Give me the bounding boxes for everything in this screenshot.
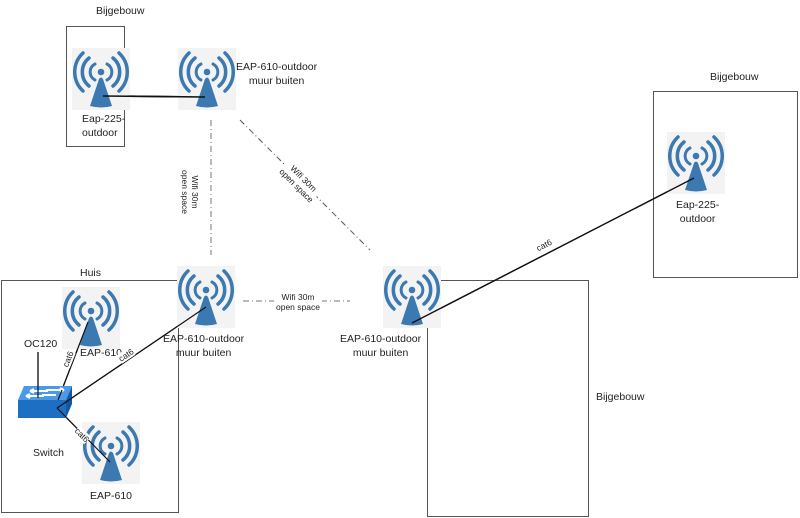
device-label-line: EAP-610-outdoor: [236, 61, 318, 73]
signal-wave: [95, 301, 104, 321]
signal-dot: [87, 307, 95, 315]
device-label-line: EAP-610-outdoor: [340, 333, 422, 345]
signal-wave: [115, 436, 124, 456]
signal-wave: [127, 425, 139, 467]
signal-wave: [391, 274, 402, 306]
device-label: EAP-610-outdoor muur buiten: [236, 60, 317, 88]
wireless-access-point-icon: [384, 269, 440, 326]
signal-wave: [121, 430, 132, 462]
signal-wave: [194, 62, 203, 82]
antenna-mast: [196, 77, 218, 108]
link-label-line: Wifi 30m: [281, 292, 315, 302]
antenna-mast: [685, 161, 707, 192]
device-label: Eap-225- outdoor: [676, 198, 719, 226]
link-label-line: Wifi 30m: [189, 175, 200, 209]
signal-dot: [408, 286, 416, 294]
device-label-line: Eap-225-: [82, 113, 126, 125]
device-label-line: muur buiten: [248, 75, 305, 87]
building-label: Bijgebouw: [596, 391, 645, 403]
signal-wave: [216, 274, 227, 306]
device-label-line: EAP-610-outdoor: [163, 333, 245, 345]
signal-wave: [210, 280, 219, 300]
antenna-mast: [80, 316, 102, 347]
signal-dot: [97, 68, 105, 76]
access-point-eap610-outdoor-huis[interactable]: [177, 266, 235, 328]
signal-wave: [186, 56, 197, 88]
signal-wave: [105, 62, 114, 82]
signal-wave: [222, 269, 234, 311]
signal-wave: [399, 280, 408, 300]
access-point-eap610-huis-top[interactable]: [62, 287, 120, 349]
signal-wave: [178, 269, 190, 311]
signal-wave: [712, 135, 724, 177]
signal-wave: [70, 295, 81, 327]
antenna-mast: [90, 77, 112, 108]
building-box-bijgebouw-bottom-center: [427, 280, 589, 517]
wireless-access-point-icon: [178, 269, 234, 326]
signal-dot: [203, 68, 211, 76]
signal-wave: [223, 51, 235, 93]
antenna-mast: [401, 295, 423, 326]
access-point-eap225-right[interactable]: [667, 132, 725, 194]
signal-wave: [668, 135, 680, 177]
device-label: EAP-610: [80, 347, 123, 359]
signal-wave: [683, 146, 692, 166]
device-label-line: outdoor: [679, 213, 716, 225]
signal-wave: [217, 56, 228, 88]
device-label: Switch: [33, 447, 64, 459]
signal-wave: [700, 146, 709, 166]
link-label-line: open space: [276, 302, 320, 312]
signal-wave: [80, 56, 91, 88]
signal-wave: [179, 51, 191, 93]
link-label-line: open space: [179, 170, 190, 214]
signal-wave: [111, 56, 122, 88]
signal-wave: [90, 430, 101, 462]
access-point-eap610-huis-bottom[interactable]: [82, 422, 140, 484]
access-point-eap610-outdoor-top[interactable]: [178, 48, 236, 110]
signal-wave: [98, 436, 107, 456]
signal-dot: [202, 286, 210, 294]
signal-wave: [101, 295, 112, 327]
signal-wave: [73, 51, 85, 93]
device-label: Eap-225- outdoor: [82, 112, 125, 140]
signal-wave: [117, 51, 129, 93]
signal-wave: [416, 280, 425, 300]
device-label-line: outdoor: [82, 127, 118, 139]
device-label: EAP-610: [90, 490, 133, 502]
signal-wave: [193, 280, 202, 300]
building-label: Bijgebouw: [710, 71, 759, 83]
signal-wave: [211, 62, 220, 82]
wireless-access-point-icon: [179, 51, 235, 108]
antenna-mast: [100, 451, 122, 482]
signal-dot: [692, 152, 700, 160]
signal-wave: [675, 140, 686, 172]
signal-wave: [78, 301, 87, 321]
signal-wave: [88, 62, 97, 82]
network-switch-icon[interactable]: [16, 384, 74, 426]
antenna-mast: [195, 295, 217, 326]
device-label: OC120: [24, 338, 58, 350]
wireless-access-point-icon: [63, 290, 119, 347]
wireless-access-point-icon: [668, 135, 724, 192]
wireless-access-point-icon: [73, 51, 129, 108]
building-label: Huis: [80, 267, 102, 279]
access-point-eap225-top-left[interactable]: [72, 48, 130, 110]
device-label-line: Eap-225-: [676, 199, 720, 211]
device-label-line: muur buiten: [352, 347, 409, 359]
cable-link-center-to-right: [411, 177, 695, 324]
signal-wave: [384, 269, 396, 311]
device-label: EAP-610-outdoor muur buiten: [340, 332, 421, 360]
link-label-wifi-horizontal: Wifi 30m open space: [274, 292, 322, 312]
signal-wave: [422, 274, 433, 306]
signal-dot: [107, 442, 115, 450]
building-label: Bijgebouw: [96, 5, 145, 17]
access-point-eap610-outdoor-center[interactable]: [383, 266, 441, 328]
device-label: EAP-610-outdoor muur buiten: [163, 332, 244, 360]
signal-wave: [706, 140, 717, 172]
signal-wave: [185, 274, 196, 306]
link-label-wifi-vertical: Wifi 30m open space: [180, 170, 200, 214]
wireless-access-point-icon: [83, 425, 139, 482]
device-label-line: muur buiten: [175, 347, 232, 359]
